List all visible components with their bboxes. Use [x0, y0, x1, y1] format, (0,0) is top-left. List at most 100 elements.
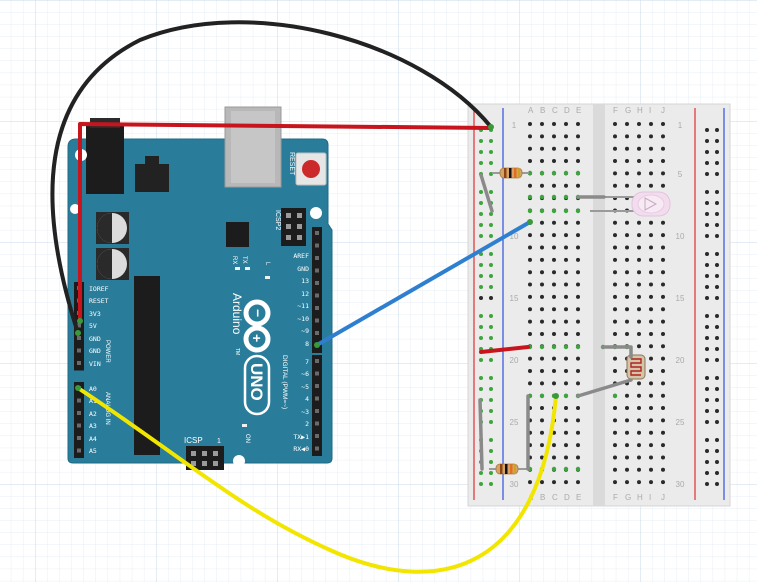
on-label: ON [244, 434, 250, 443]
wire-gray-3 [601, 345, 633, 359]
breadboard-hole [613, 220, 617, 225]
breadboard-hole [528, 319, 532, 324]
header-pin [77, 336, 81, 340]
header-pin [213, 461, 218, 466]
breadboard-hole [625, 220, 629, 225]
breadboard-hole [613, 134, 617, 139]
breadboard-hole [564, 443, 568, 448]
icsp2-header [281, 208, 306, 246]
rail-hole [715, 314, 719, 318]
col-label-g-bottom: G [625, 493, 631, 502]
breadboard-hole [613, 319, 617, 324]
row-label-15-left: 15 [510, 294, 519, 303]
breadboard-hole [540, 369, 544, 373]
rail-hole [489, 438, 493, 442]
breadboard-hole [528, 331, 532, 336]
breadboard-hole [625, 134, 629, 139]
header-pin [315, 446, 319, 451]
rail-hole [489, 234, 493, 238]
breadboard-hole [661, 393, 665, 398]
header-pin [297, 224, 302, 229]
trademark-label: TM [234, 348, 240, 355]
voltage-regulator [135, 164, 169, 192]
breadboard-hole [564, 331, 568, 336]
breadboard-hole [540, 406, 544, 411]
rail-hole [479, 314, 483, 318]
header-pin [286, 235, 291, 240]
wire-end [77, 318, 83, 324]
breadboard-hole [613, 233, 617, 238]
breadboard-hole-active [563, 344, 569, 350]
rail-hole [705, 336, 709, 340]
breadboard-hole [613, 418, 617, 423]
breadboard-hole [576, 146, 580, 151]
wire-ends [75, 124, 559, 399]
breadboard-hole [552, 294, 556, 299]
col-label-b-bottom: B [540, 493, 545, 502]
breadboard-hole [661, 171, 665, 176]
breadboard-hole [540, 270, 544, 275]
model-label: UNO [247, 363, 266, 401]
header-pin [191, 461, 196, 466]
pin-label-5v: 5V [89, 322, 97, 330]
breadboard-hole [661, 220, 665, 225]
breadboard-hole [528, 480, 532, 485]
breadboard-hole [637, 344, 641, 349]
breadboard-hole [637, 146, 641, 151]
breadboard-hole [540, 381, 544, 386]
breadboard-hole [552, 146, 556, 151]
breadboard-hole [613, 270, 617, 275]
breadboard-hole [661, 369, 665, 373]
breadboard-hole [576, 183, 580, 188]
breadboard-hole-active [539, 170, 545, 176]
rail-hole [705, 161, 709, 165]
breadboard-hole [540, 233, 544, 238]
breadboard-hole [613, 356, 617, 361]
breadboard-hole [637, 171, 641, 176]
breadboard-hole [528, 146, 532, 151]
breadboard-hole [637, 233, 641, 238]
row-label-30-right: 30 [676, 480, 685, 489]
breadboard-hole [564, 381, 568, 386]
breadboard-hole [564, 220, 568, 225]
rail-hole [479, 263, 483, 267]
breadboard-hole [576, 245, 580, 250]
rail-hole [489, 420, 493, 424]
rail-hole [489, 263, 493, 267]
header-pin [315, 434, 319, 438]
breadboard-hole [649, 443, 653, 448]
power-label: POWER [104, 340, 110, 363]
breadboard-hole [528, 282, 532, 287]
breadboard-hole-active [539, 344, 545, 350]
analog-header [74, 382, 84, 458]
l-led [265, 276, 270, 279]
breadboard-hole [576, 270, 580, 275]
rail-hole [705, 150, 709, 154]
breadboard-hole [649, 356, 653, 361]
breadboard-hole [625, 122, 629, 126]
pin-label-reset: RESET [89, 297, 109, 305]
breadboard-hole-active [612, 393, 618, 399]
breadboard-hole [552, 270, 556, 275]
breadboard-hole [576, 455, 580, 460]
breadboard-hole [528, 134, 532, 139]
breadboard-hole [613, 443, 617, 448]
breadboard-hole [613, 406, 617, 411]
breadboard-hole [649, 344, 653, 349]
pin-label-8: 8 [305, 340, 309, 348]
breadboard-hole-active [551, 344, 557, 350]
breadboard-hole [649, 319, 653, 324]
breadboard-hole-active [551, 466, 557, 472]
rail-hole [715, 376, 719, 380]
breadboard-hole [649, 418, 653, 423]
breadboard-hole [637, 257, 641, 262]
header-pin [315, 231, 319, 235]
breadboard-hole [661, 146, 665, 151]
infinity-icon [243, 299, 271, 353]
breadboard-hole [613, 430, 617, 435]
row-label-15-right: 15 [676, 294, 685, 303]
rail-hole [705, 449, 709, 453]
header-pin [77, 448, 81, 453]
breadboard-hole [613, 467, 617, 472]
breadboard-hole [661, 443, 665, 448]
